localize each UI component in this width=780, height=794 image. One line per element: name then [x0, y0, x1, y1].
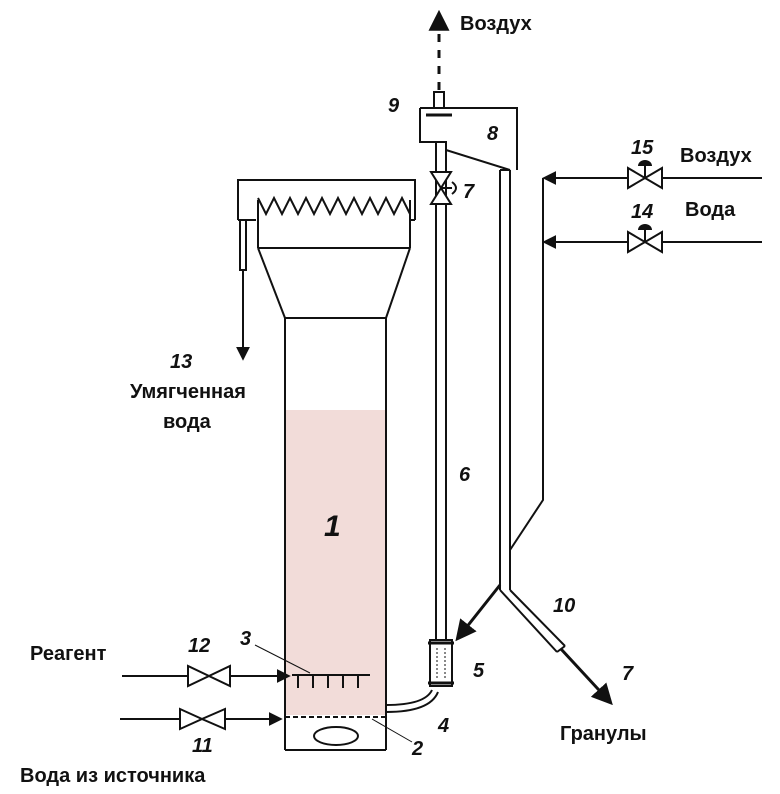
valve-icon-11[interactable] [180, 709, 225, 729]
separator-box [420, 92, 517, 170]
air-right-label: Воздух [680, 145, 752, 167]
callout-7-valve: 7 [463, 181, 475, 203]
connecting-pipe [386, 690, 438, 712]
softened-water-label-2: вода [163, 411, 212, 433]
source-water-line [120, 709, 280, 729]
leader-2 [372, 719, 412, 742]
overflow-collector [238, 180, 415, 270]
callout-4: 4 [437, 715, 449, 737]
callout-5: 5 [473, 660, 485, 682]
callout-11: 11 [192, 735, 213, 757]
valve-icon-14[interactable] [628, 224, 662, 252]
callout-3: 3 [240, 628, 251, 650]
callout-15: 15 [631, 137, 654, 159]
reagent-label: Реагент [30, 643, 107, 665]
source-water-label: Вода из источника [20, 765, 206, 787]
callout-6: 6 [459, 464, 471, 486]
callout-8: 8 [487, 123, 499, 145]
valve-icon-12[interactable] [188, 666, 230, 686]
callout-1: 1 [324, 510, 341, 543]
distribution-chamber [285, 717, 386, 745]
softened-water-label-1: Умягченная [130, 381, 246, 403]
fluidized-bed-zone [285, 410, 386, 715]
arrow-return-icon [458, 585, 500, 638]
airlift-tube [428, 142, 454, 686]
callout-9: 9 [388, 95, 400, 117]
callout-7-granules: 7 [622, 663, 634, 685]
water-right-label: Вода [685, 199, 736, 221]
callout-14: 14 [631, 201, 653, 223]
callout-10: 10 [553, 595, 575, 617]
valve-icon-7[interactable] [431, 172, 456, 204]
reagent-line [122, 666, 288, 686]
granule-discharge-tube [500, 170, 610, 702]
granules-label: Гранулы [560, 723, 647, 745]
callout-13: 13 [170, 351, 192, 373]
air-top-label: Воздух [460, 13, 532, 35]
callout-12: 12 [188, 635, 210, 657]
valve-icon-15[interactable] [628, 160, 662, 188]
callout-2: 2 [411, 738, 423, 760]
